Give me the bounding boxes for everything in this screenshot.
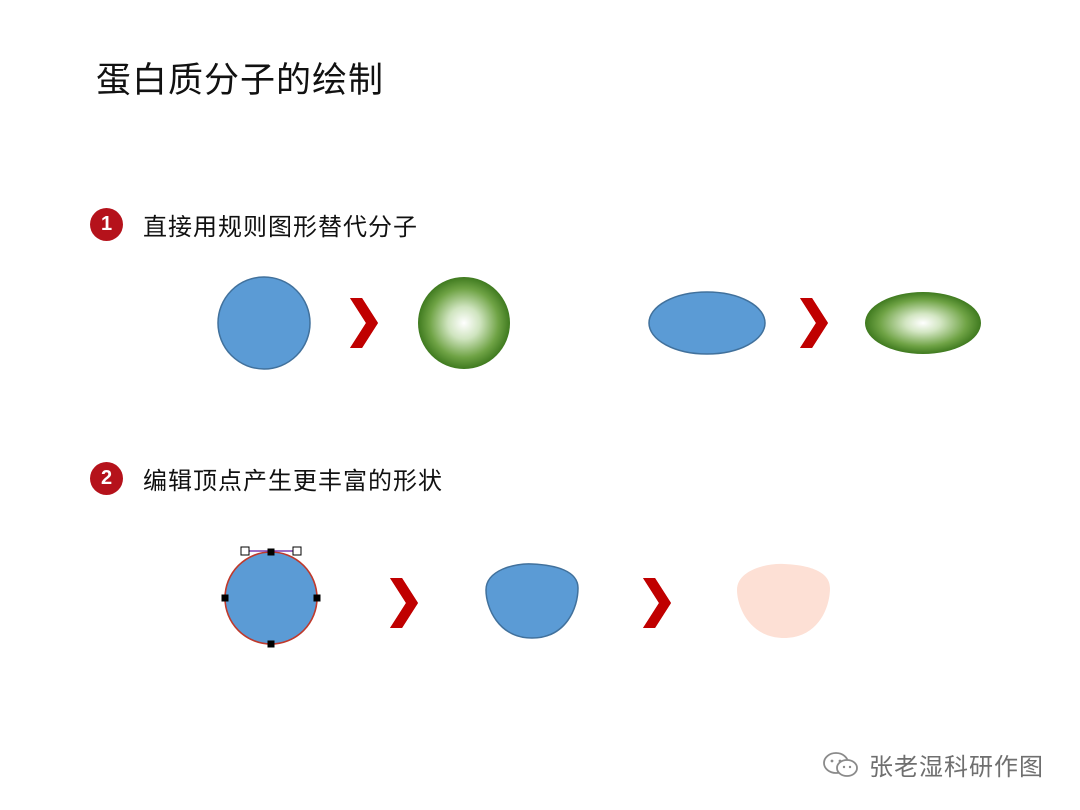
blue-ellipse: [648, 291, 766, 355]
wechat-icon: [823, 751, 858, 777]
step-2-text: 编辑顶点产生更丰富的形状: [143, 467, 443, 495]
editing-circle: [224, 550, 318, 645]
green-ellipse: [865, 292, 981, 354]
step-1: 1 直接用规则图形替代分子: [90, 207, 418, 242]
bezier-handle-left[interactable]: [240, 546, 250, 556]
step-2: 2 编辑顶点产生更丰富的形状: [90, 461, 443, 496]
peach-edited-shape: [737, 563, 830, 638]
double-arrow-4: [643, 578, 671, 628]
page-title: 蛋白质分子的绘制: [96, 61, 385, 101]
step-2-badge: 2: [90, 462, 123, 495]
vertex-handles[interactable]: [221, 546, 321, 648]
vertex-right[interactable]: [313, 594, 321, 602]
double-arrow-1: [350, 298, 378, 348]
double-arrow-2: [800, 298, 828, 348]
double-arrow-3: [390, 578, 418, 628]
vertex-top[interactable]: [267, 548, 275, 556]
bezier-handle-right[interactable]: [292, 546, 302, 556]
vertex-left[interactable]: [221, 594, 229, 602]
watermark: 张老湿科研作图: [821, 747, 1044, 782]
blue-edited-shape: [485, 563, 579, 639]
green-sphere: [418, 277, 510, 369]
step-1-text: 直接用规则图形替代分子: [143, 213, 418, 241]
step-1-badge: 1: [90, 208, 123, 241]
vertex-bottom[interactable]: [267, 640, 275, 648]
watermark-text: 张老湿科研作图: [869, 753, 1044, 781]
blue-circle: [217, 276, 311, 370]
